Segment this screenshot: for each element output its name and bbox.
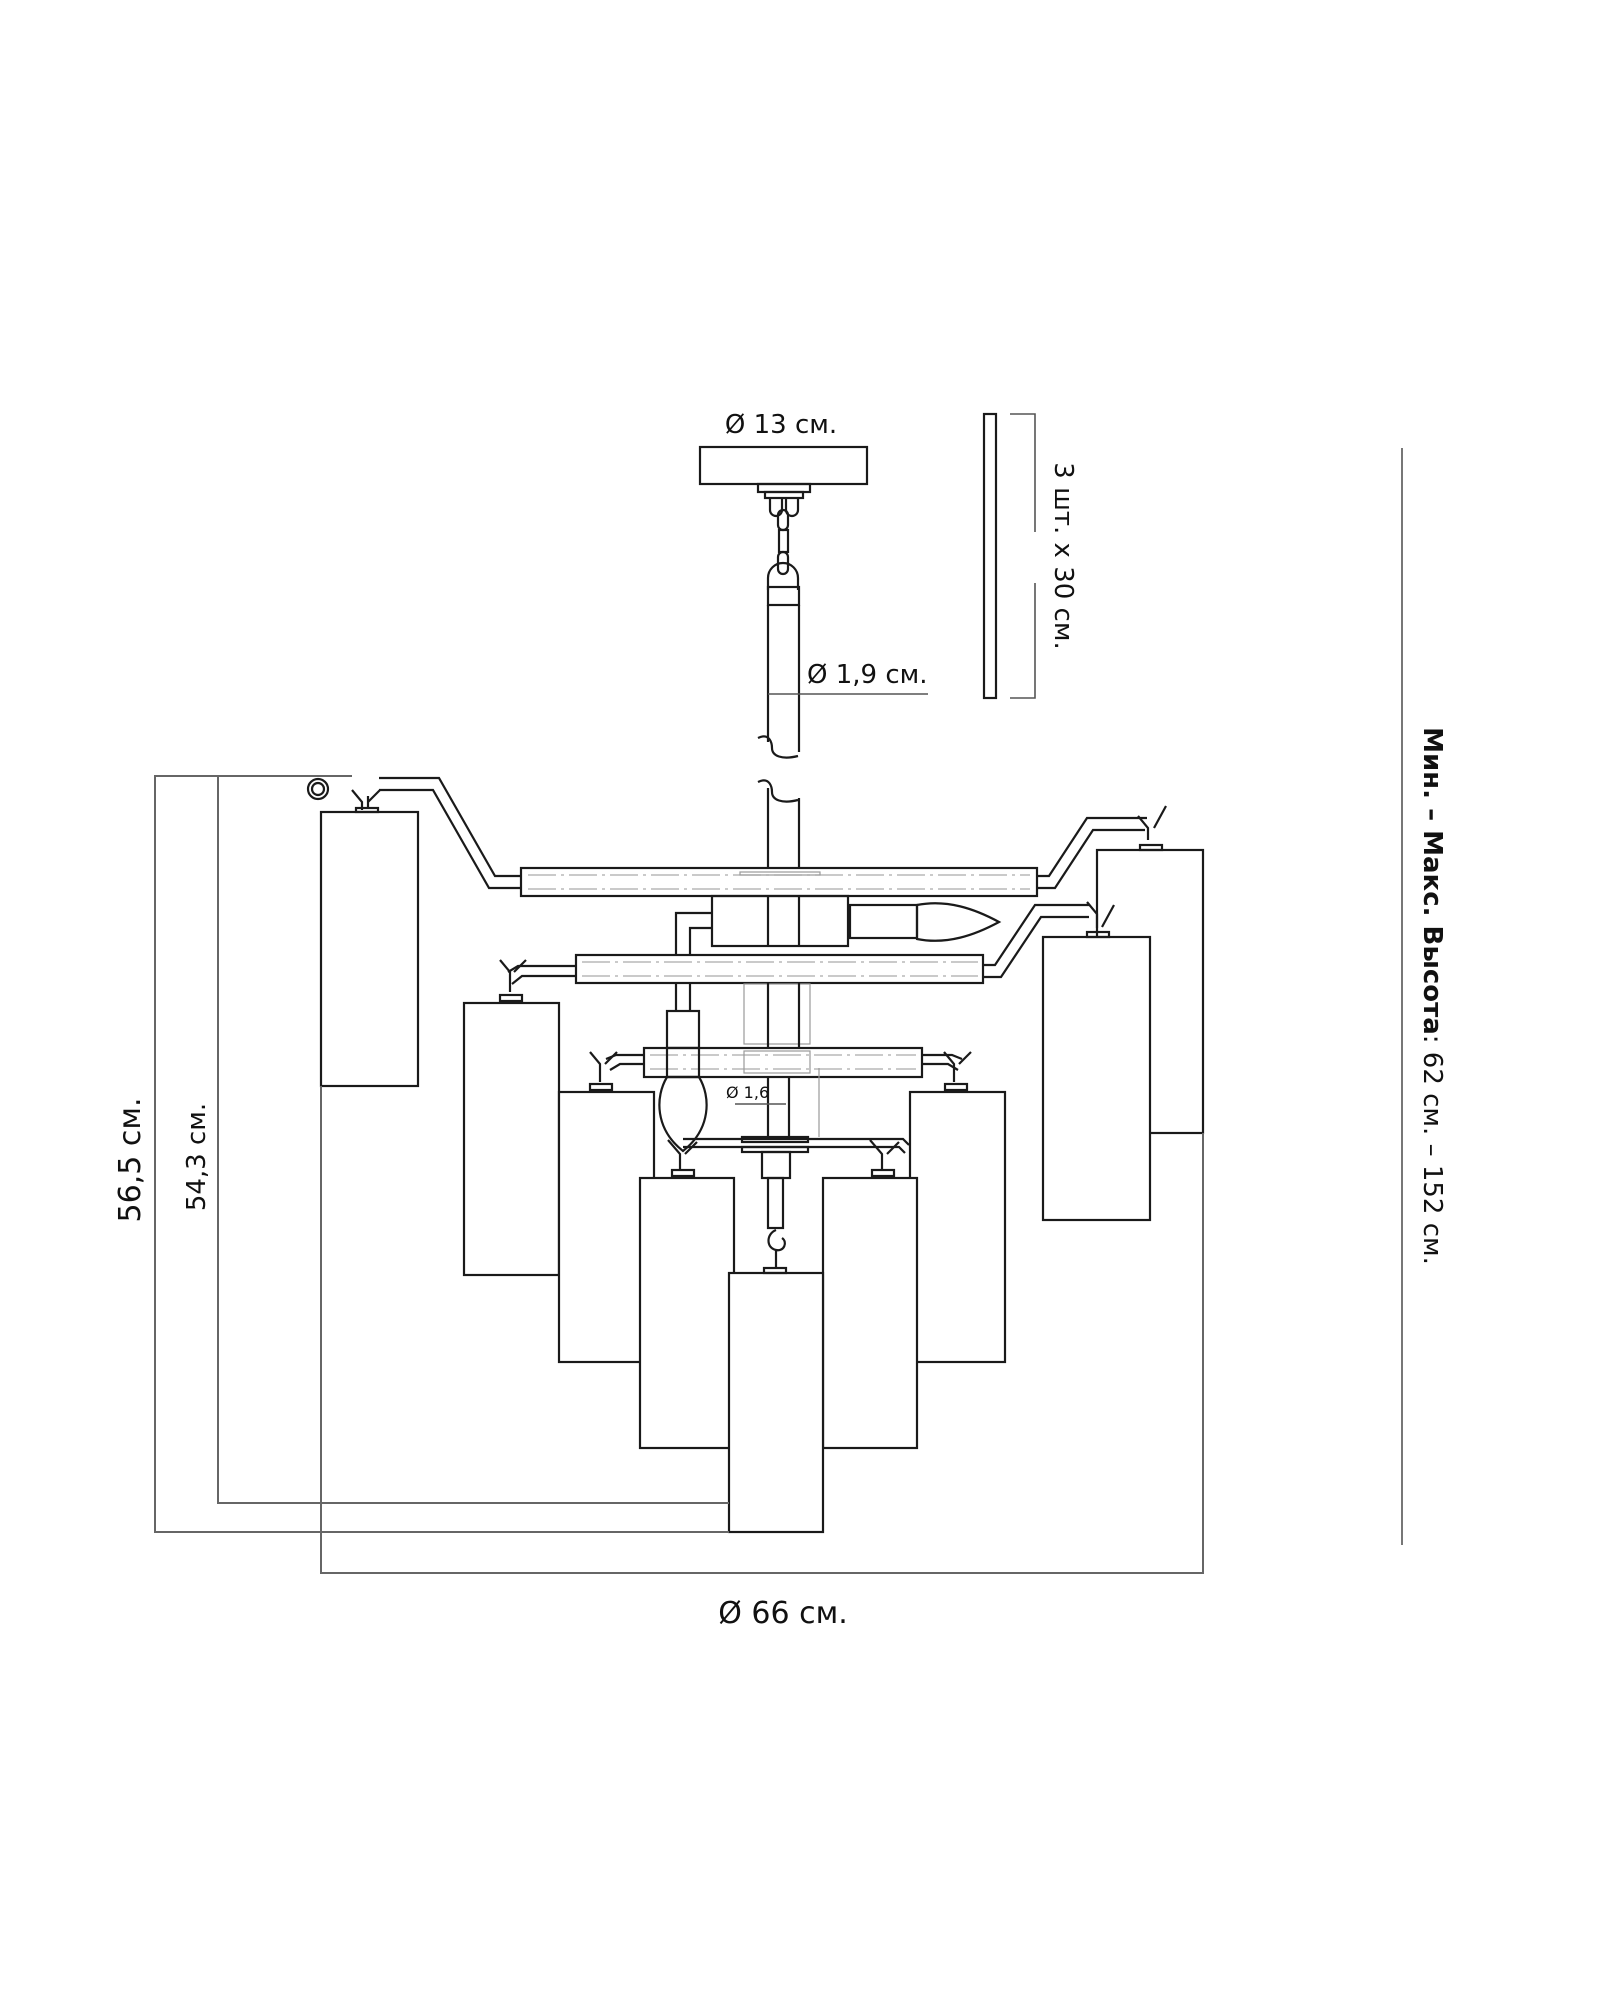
- candle-bulb-upper: [848, 902, 1002, 942]
- hook-icon: [762, 1228, 788, 1275]
- extension-rod-bracket: [1010, 413, 1036, 699]
- center-hub: [710, 894, 850, 948]
- lower-hub: [740, 1135, 810, 1230]
- ring-inner: [310, 781, 326, 797]
- body-height-label: 54,3 см.: [182, 1103, 212, 1211]
- top-arm-right: [1037, 816, 1147, 890]
- wingnut-icon: [1137, 805, 1167, 852]
- mid-tier-bar: [574, 953, 985, 1045]
- wingnut-icon: [869, 1139, 900, 1178]
- extension-rod: [982, 412, 998, 700]
- wingnut-icon: [667, 1139, 698, 1178]
- mid-arm-left: [507, 964, 578, 985]
- wingnut-icon: [351, 789, 381, 814]
- lamp-shade: [821, 1176, 919, 1450]
- lamp-shade: [557, 1090, 656, 1364]
- suspension-link: [766, 508, 801, 607]
- rod-diameter-label: Ø 1,9 см.: [807, 660, 928, 690]
- height-range-bold: Мин. – Макс. Высота: [1417, 727, 1447, 1035]
- lamp-shade: [1041, 935, 1152, 1222]
- mid-arm-right: [983, 903, 1090, 979]
- lamp-shade: [638, 1176, 736, 1450]
- lamp-shade: [462, 1001, 561, 1277]
- top-tier-bar: [519, 866, 1039, 898]
- total-height-label: 56,5 см.: [113, 1098, 148, 1223]
- wingnut-icon: [498, 959, 527, 1003]
- wingnut-icon: [588, 1051, 618, 1092]
- ceiling-canopy: [698, 445, 869, 518]
- overall-diameter-label: Ø 66 см.: [718, 1596, 848, 1631]
- candle-bulb-lower: [658, 1075, 708, 1153]
- height-range-value: : 62 см. – 152 см.: [1417, 1035, 1447, 1265]
- lamp-shade: [908, 1090, 1007, 1364]
- lamp-shade: [727, 1271, 825, 1534]
- top-arm-left: [379, 776, 521, 890]
- small-rod-label: Ø 1,6: [726, 1083, 769, 1102]
- suspension-rod: [757, 605, 801, 868]
- height-range-label: Мин. – Макс. Высота: 62 см. – 152 см.: [1417, 727, 1447, 1265]
- wingnut-icon: [943, 1051, 972, 1092]
- extension-rod-label: 3 шт. x 30 см.: [1048, 462, 1078, 649]
- body-height-dimension: [217, 776, 729, 1504]
- wingnut-icon: [1085, 901, 1115, 939]
- total-height-dimension: [154, 775, 729, 1533]
- diameter-dimension: [320, 1086, 1204, 1574]
- canopy-diameter-label: Ø 13 см.: [725, 410, 837, 440]
- low-tier-bar: [642, 1046, 924, 1079]
- ring-icon: [306, 777, 330, 801]
- lamp-shade: [319, 810, 420, 1088]
- candle-tube-lower: [665, 1009, 701, 1050]
